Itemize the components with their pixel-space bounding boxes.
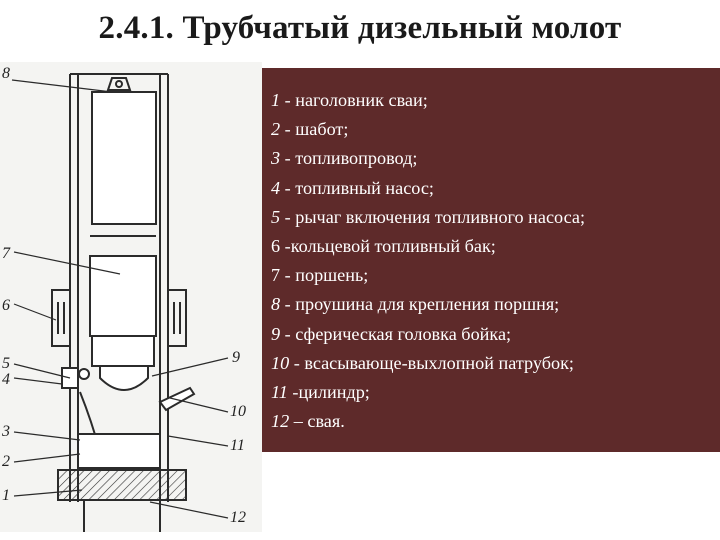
legend-item: 11 -цилиндр; xyxy=(271,382,370,403)
piston xyxy=(89,255,157,337)
legend-item: 10 - всасывающе-выхлопной патрубок; xyxy=(271,352,574,373)
upper-piston-block xyxy=(91,91,157,225)
legend-item: 6 -кольцевой топливный бак; xyxy=(271,236,496,257)
cylinder-walls xyxy=(69,73,169,502)
legend-item: 9 - сферическая головка бойка; xyxy=(271,323,512,344)
diesel-hammer-drawing: 8 7 6 5 4 3 2 1 9 10 11 12 xyxy=(0,62,262,532)
legend-item: 5 - рычаг включения топливного насоса; xyxy=(271,206,586,227)
legend-item: 1 - наголовник сваи; xyxy=(271,90,428,110)
legend-item: 12 – свая. xyxy=(271,411,345,432)
callout-2: 2 xyxy=(2,453,10,470)
callout-4: 4 xyxy=(2,371,10,388)
callout-9: 9 xyxy=(232,349,240,366)
callout-11: 11 xyxy=(230,437,245,454)
callout-12: 12 xyxy=(230,509,246,526)
callout-10: 10 xyxy=(230,403,246,420)
anvil xyxy=(77,433,161,469)
legend-item: 3 - топливопровод; xyxy=(271,148,418,169)
callout-5: 5 xyxy=(2,355,10,372)
exhaust-pipe xyxy=(158,386,196,412)
legend-item: 7 - поршень; xyxy=(271,265,369,286)
callout-8: 8 xyxy=(2,65,10,82)
hammer-cross-section: 8 7 6 5 4 3 2 1 9 10 11 12 xyxy=(0,62,262,532)
pile xyxy=(83,500,161,532)
pile-cap xyxy=(57,469,187,501)
spherical-striker-head xyxy=(99,365,149,391)
legend-item: 8 - проушина для крепления поршня; xyxy=(271,294,560,315)
callout-leaders xyxy=(11,79,229,519)
callout-3: 3 xyxy=(1,423,10,440)
callout-7: 7 xyxy=(2,245,11,262)
callout-6: 6 xyxy=(2,297,10,314)
callout-1: 1 xyxy=(2,487,10,504)
legend-item: 2 - шабот; xyxy=(271,119,349,140)
fuel-tank xyxy=(51,289,187,347)
slide-title: 2.4.1. Трубчатый дизельный молот xyxy=(98,10,622,46)
piston-eyelet xyxy=(106,77,132,91)
legend-item: 4 - топливный насос; xyxy=(271,177,434,198)
legend-list: 1 - наголовник сваи; 2 - шабот; 3 - топл… xyxy=(262,68,720,436)
legend-panel: 1 - наголовник сваи; 2 - шабот; 3 - топл… xyxy=(262,68,720,452)
